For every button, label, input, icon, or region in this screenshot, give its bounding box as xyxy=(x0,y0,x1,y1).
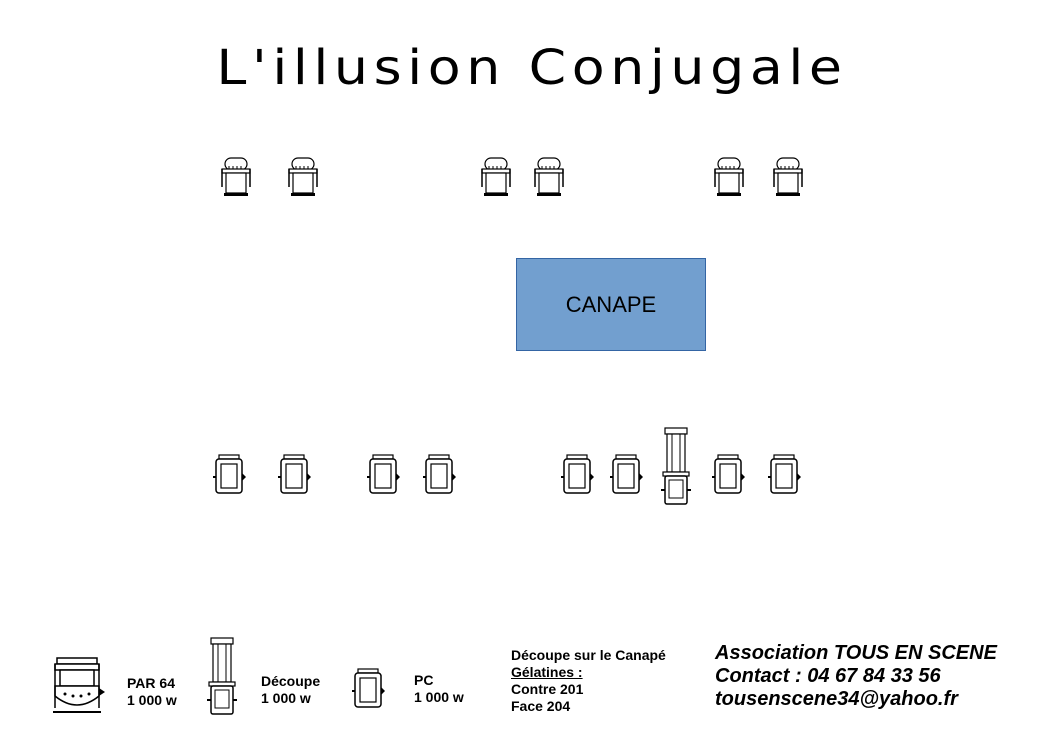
pc-fixture xyxy=(422,454,457,494)
legend-pc-name: PC xyxy=(414,672,434,688)
par64-fixture xyxy=(714,157,744,197)
gel-notes: Découpe sur le Canapé Gélatines : Contre… xyxy=(511,647,666,715)
contact-phone: Contact : 04 67 84 33 56 xyxy=(715,665,941,687)
pc-fixture xyxy=(212,454,247,494)
legend-decoupe-icon xyxy=(206,637,238,715)
legend-pc-power: 1 000 w xyxy=(414,689,464,705)
association-name: Association TOUS EN SCENE xyxy=(715,642,997,664)
pc-fixture xyxy=(711,454,746,494)
sofa-set-piece: CANAPE xyxy=(516,258,706,351)
legend-decoupe-power: 1 000 w xyxy=(261,690,311,706)
legend-decoupe-name: Découpe xyxy=(261,673,321,689)
legend-par64-power: 1 000 w xyxy=(127,692,177,708)
page-title: L'illusion Conjugale xyxy=(216,40,848,96)
par64-fixture xyxy=(481,157,511,197)
note-decoupe: Découpe sur le Canapé xyxy=(511,647,666,663)
legend-pc-label: PC 1 000 w xyxy=(414,672,464,706)
pc-fixture xyxy=(277,454,312,494)
pc-fixture xyxy=(366,454,401,494)
note-gel-header: Gélatines : xyxy=(511,664,583,680)
contact-block: Association TOUS EN SCENE Contact : 04 6… xyxy=(715,642,997,711)
pc-fixture xyxy=(609,454,644,494)
decoupe-fixture xyxy=(660,427,692,505)
legend-par64-label: PAR 64 1 000 w xyxy=(127,675,177,709)
par64-fixture xyxy=(773,157,803,197)
pc-fixture xyxy=(560,454,595,494)
legend-par64-icon xyxy=(52,657,106,713)
contact-email: tousenscene34@yahoo.fr xyxy=(715,688,958,710)
legend-decoupe-label: Découpe 1 000 w xyxy=(261,673,320,707)
par64-fixture xyxy=(288,157,318,197)
par64-fixture xyxy=(534,157,564,197)
pc-fixture xyxy=(767,454,802,494)
legend-pc-icon xyxy=(351,668,386,708)
note-gel-face: Face 204 xyxy=(511,698,571,714)
legend-par64-name: PAR 64 xyxy=(127,675,175,691)
par64-fixture xyxy=(221,157,251,197)
note-gel-contre: Contre 201 xyxy=(511,681,584,697)
